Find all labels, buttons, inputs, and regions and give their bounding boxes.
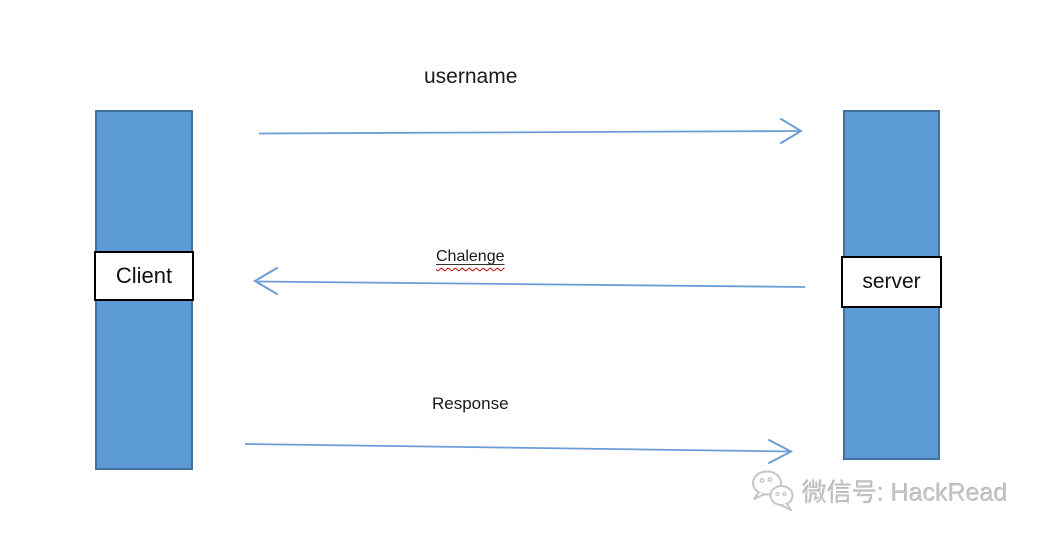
message-label-response: Response [432, 394, 509, 413]
message-arrow-response [244, 439, 794, 464]
message-label-username: username [424, 65, 518, 88]
actor-label-client: Client [115, 263, 173, 288]
actor-label-server: server [862, 270, 921, 293]
message-arrow-chalenge [253, 267, 806, 295]
chalenge-underline: Chalenge [436, 248, 505, 265]
wechat-icon [752, 470, 794, 511]
watermark-text: 微信号: HackRead [802, 479, 1008, 507]
actor-box-client: Client [94, 251, 194, 301]
message-arrow-username [258, 118, 803, 144]
actor-box-server: server [841, 256, 942, 308]
message-label-chalenge: Chalenge [436, 248, 505, 266]
watermark: 微信号: HackRead [750, 468, 1008, 514]
chalenge-spellcheck-squiggle: Chalenge [436, 248, 505, 265]
